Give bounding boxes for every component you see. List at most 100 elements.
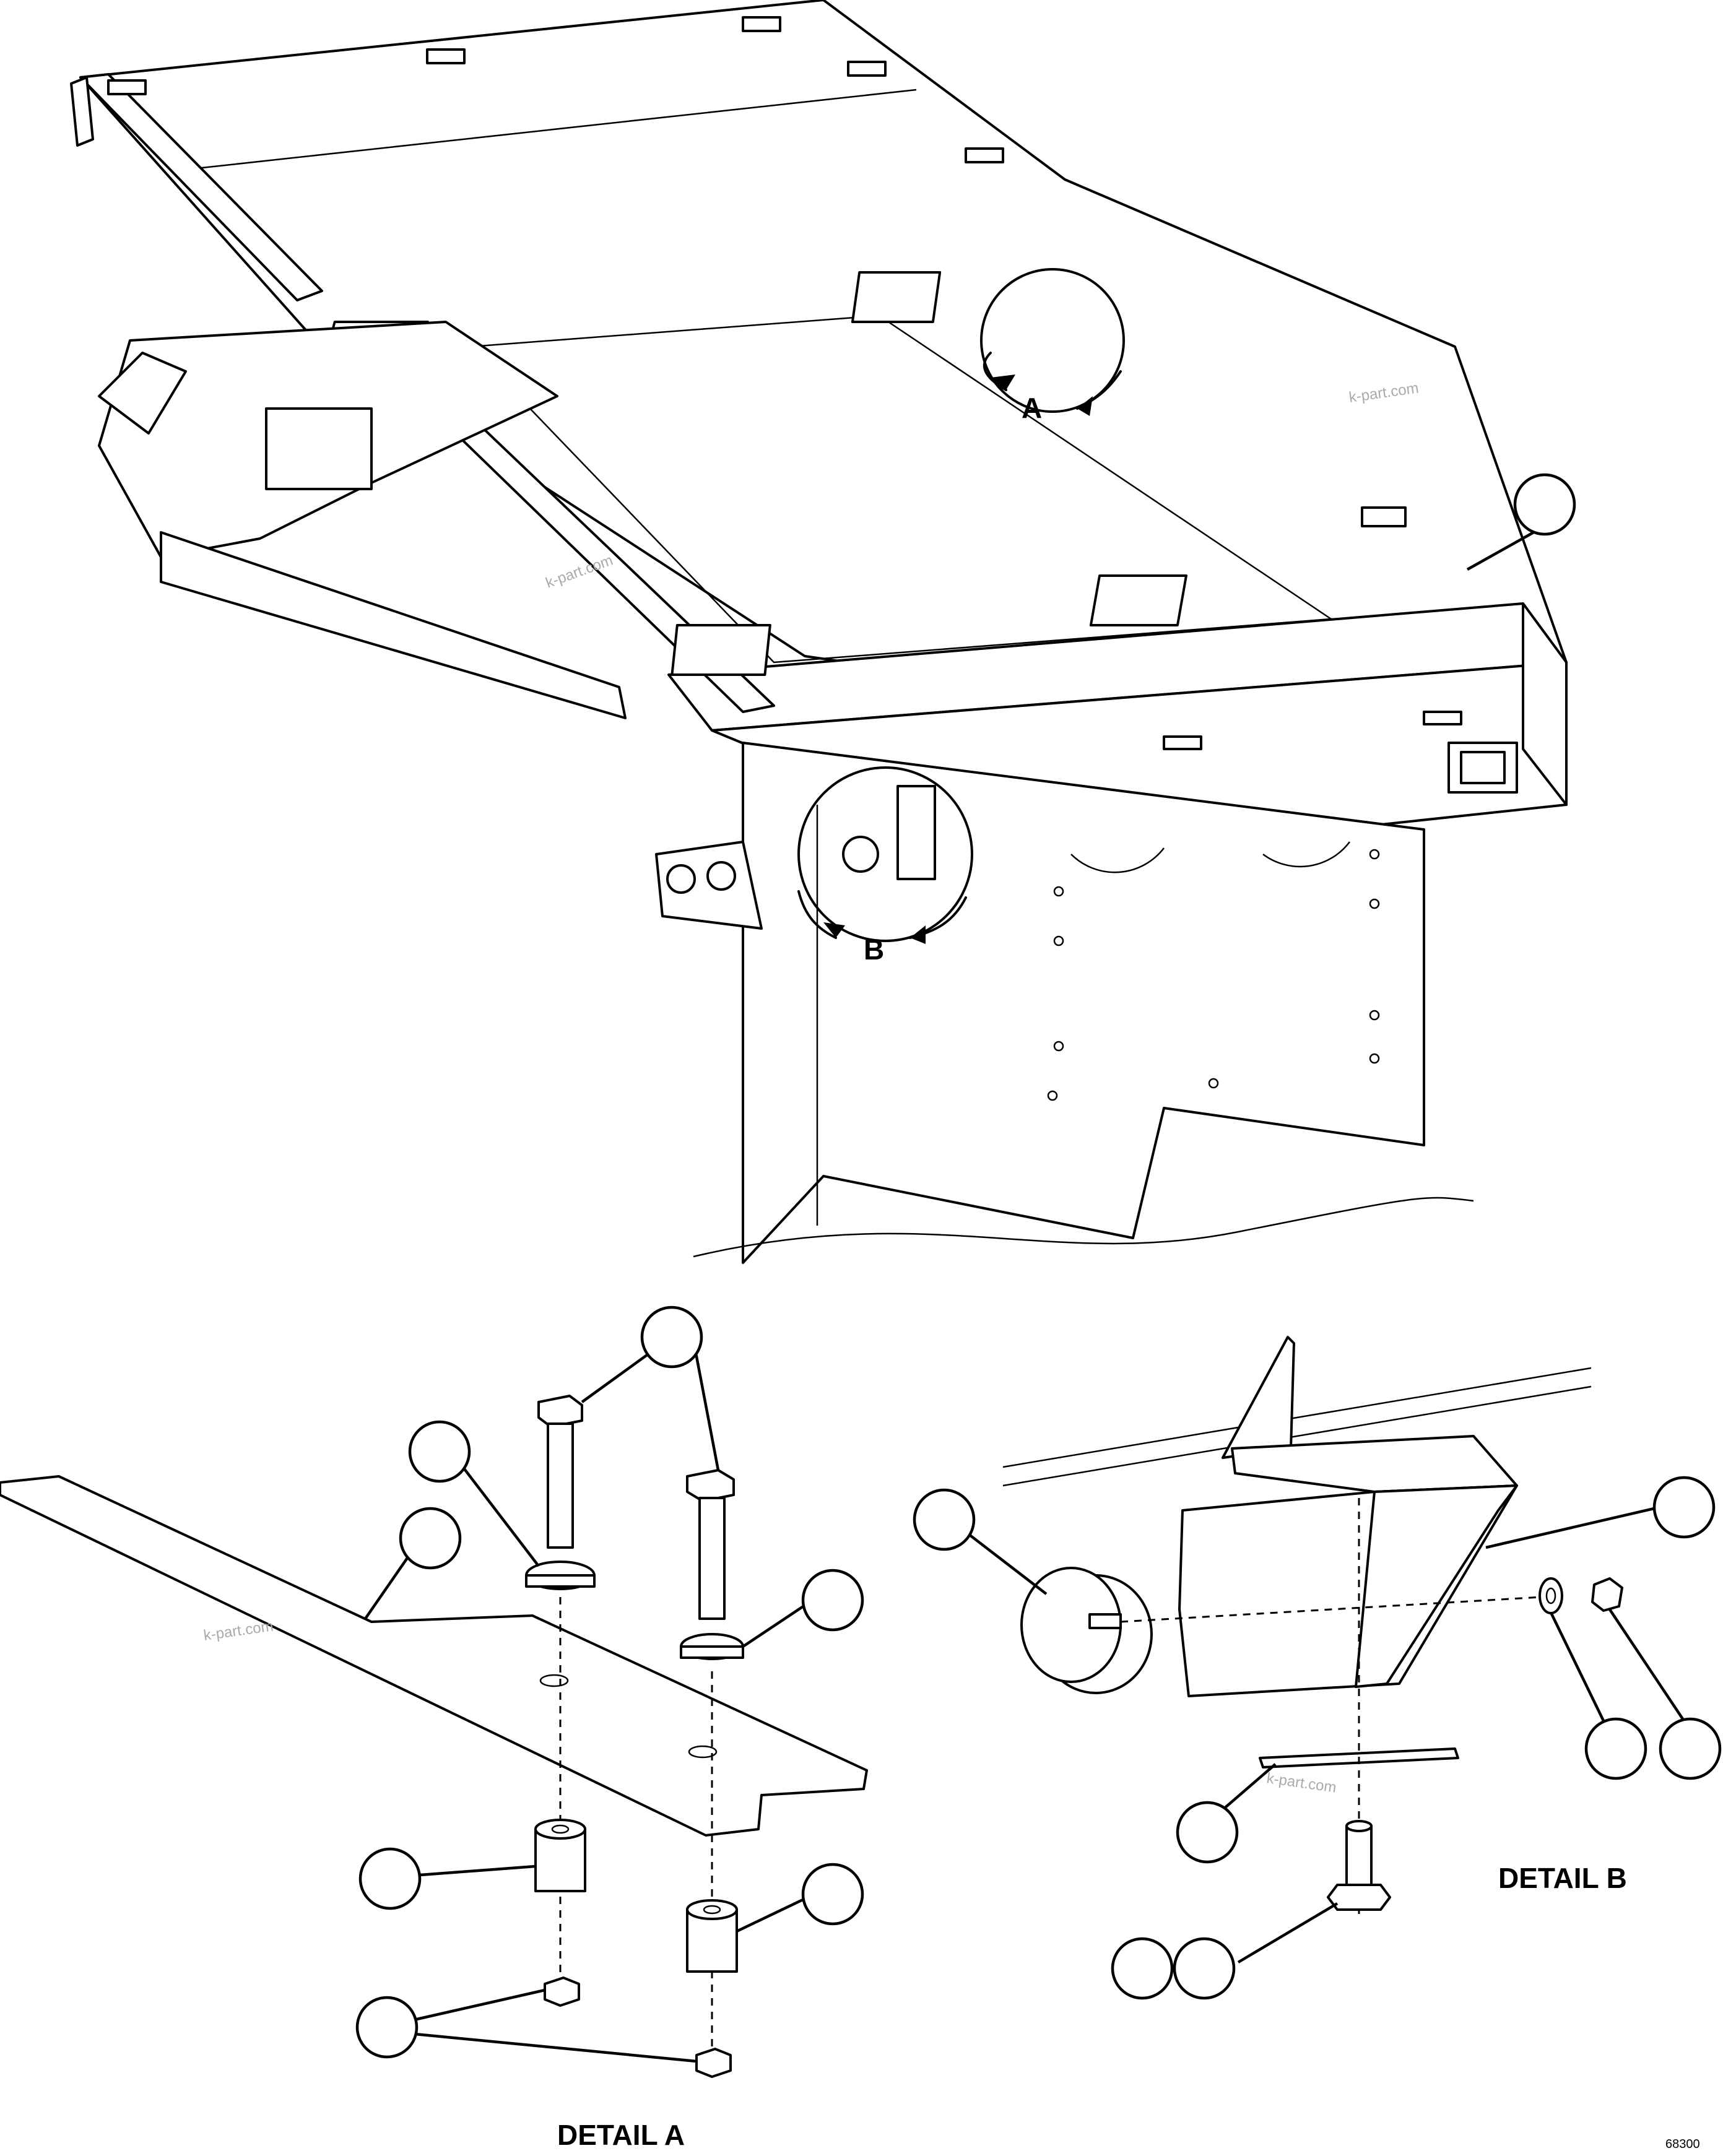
callout-leader [1485,1505,1660,1549]
detail-a-marker: A [1022,392,1042,424]
plate-edge [0,1494,706,1837]
callout-leader [411,1864,536,1877]
washer [1539,1577,1563,1614]
callout-bubble [355,1996,419,2059]
callout-bubble [1584,1717,1647,1780]
washer-side [680,1645,744,1659]
wheel-arc [1262,841,1350,868]
hex-bolt-shank [698,1497,726,1620]
callout-bubble [913,1488,976,1551]
arrowhead [1077,396,1093,416]
spacer-hole [551,1824,570,1834]
spacer [534,1828,586,1892]
detail-b-marker: B [864,933,884,966]
frame-hole [1369,1010,1380,1021]
left-body-plate [265,407,373,490]
canopy-front-lip [70,76,94,147]
ground-curve [693,1197,1474,1258]
frame-hole [1369,849,1380,860]
canopy-block-8 [107,79,147,95]
detail-b-bracket [896,785,936,880]
canopy-block-5 [1361,506,1407,527]
arrowhead [991,374,1015,390]
main-assembly-view: A B k-part.com k-part.com [70,0,1576,1264]
frame-hole [1053,1041,1064,1052]
hex-nut [695,2048,732,2078]
drawing-number: 68300 [1665,2137,1700,2151]
callout-leader [408,2032,697,2063]
detail-a-view: k-part.com DETAIL A [0,1305,868,2151]
plate-slot [539,1674,569,1687]
spacer-top [534,1819,586,1840]
washer-hole [1545,1587,1556,1604]
detail-b-arrow [797,890,837,939]
callout-bubble [1176,1801,1239,1864]
canopy-block-2 [742,16,781,32]
frame-hole [1047,1090,1058,1101]
frame-opening [469,314,1334,664]
detail-b-title: DETAIL B [1498,1862,1627,1894]
canopy-seam [179,89,917,171]
canopy-block-3 [847,61,887,77]
mount-pad-2 [851,271,942,323]
callout-bubble [1652,1476,1716,1539]
hex-nut [1591,1577,1623,1612]
callout-leader [736,1895,809,1933]
lower-frame [742,742,1425,1264]
canopy-block-4 [965,147,1004,163]
callout-leader [457,1460,540,1567]
detail-a-circle [980,268,1125,413]
spacer-hole [703,1905,721,1915]
callout-leader [742,1602,809,1648]
callout-leader [965,1531,1048,1595]
knob-stud [1088,1613,1122,1629]
watermark: k-part.com [1265,1770,1337,1796]
frame-line [1002,1385,1592,1487]
detail-a-title: DETAIL A [557,2119,685,2151]
bracket-hole [666,864,696,894]
frame-line [1002,1367,1592,1468]
detail-b-circle [797,766,973,942]
callout-leader [408,1988,545,2023]
hex-bolt-shank [547,1422,574,1549]
spacer-top [686,1899,738,1920]
beam-switch-inner [1460,751,1506,784]
callout-leader [692,1340,720,1471]
detail-b-knob [842,836,879,873]
canopy-block-6 [1163,735,1202,750]
left-body-box [98,352,187,435]
arrowhead [823,922,845,938]
canopy-block-1 [426,48,466,64]
crossbar [160,531,627,719]
mount-pad-4 [671,624,771,676]
callout-leader [1549,1612,1605,1721]
mount-pad-3 [1089,574,1188,626]
assembly-axis [1120,1596,1542,1623]
shoulder-bolt-top [1345,1820,1373,1832]
detail-a-arrow [983,352,1007,391]
arrowhead [910,925,926,944]
vertical-fin [1222,1336,1295,1459]
callout-leader [1466,525,1546,571]
bracket-gusset [1355,1484,1518,1688]
callout-bubble [1173,1937,1236,2000]
detail-b-view: k-part.com DETAIL B [913,1336,1722,2000]
frame-hole [1053,935,1064,946]
callout-bubble [408,1420,471,1483]
watermark: k-part.com [202,1617,274,1644]
callout-bubble [801,1863,864,1926]
callout-bubble [1111,1937,1174,2000]
callout-bubble [399,1507,462,1570]
callout-leader [1608,1608,1685,1722]
side-bracket [655,841,763,930]
shoulder-bolt-head [1327,1884,1391,1911]
hex-bolt-head [686,1469,735,1502]
callout-bubble [801,1569,864,1632]
callout-bubble [358,1847,422,1910]
wheel-arc [1070,847,1165,873]
canopy-left-rail [79,73,323,301]
callout-bubble [640,1305,703,1369]
frame-hole [1208,1078,1219,1089]
front-beam-end [1522,602,1568,806]
